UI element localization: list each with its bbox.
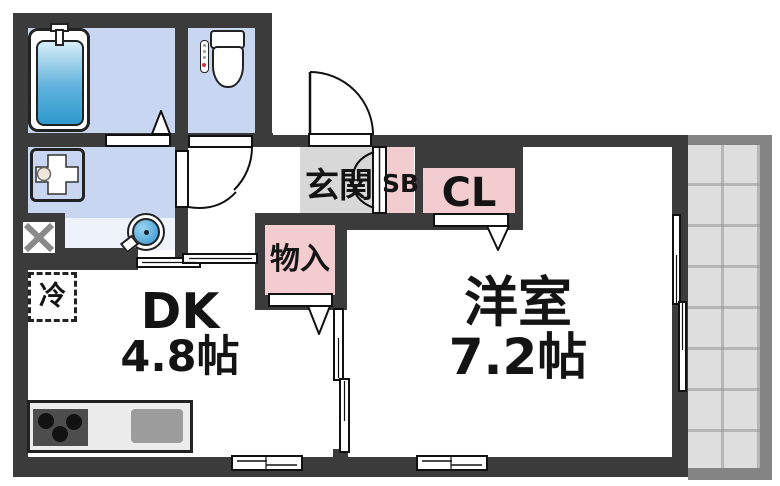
washroom-door-icon — [175, 150, 237, 209]
closet-area — [423, 168, 515, 213]
storage-label: 物入 — [270, 242, 330, 277]
wall-toilet-right — [255, 13, 272, 147]
shoebox-label: SB — [382, 169, 420, 198]
storage-door-icon — [268, 293, 333, 335]
wall-top-left — [13, 13, 272, 28]
refrigerator-label: 冷 — [39, 281, 66, 312]
dk-window-icon — [231, 455, 303, 471]
shoe-box-area — [386, 147, 414, 213]
wall-bath-toilet-divider — [175, 28, 188, 133]
toilet-bowl-icon — [212, 46, 244, 88]
yoshitsu-window-icon — [416, 455, 488, 471]
wash-dk-sliding-door-icon — [136, 253, 258, 268]
balcony-tiles — [688, 145, 760, 468]
washing-machine-center — [144, 230, 149, 235]
washbasin-icon — [30, 148, 85, 202]
yoshitsu-size-label: 7.2帖 — [448, 328, 588, 386]
room-sliding-door-icon — [333, 308, 350, 453]
toilet-door-icon — [188, 135, 254, 191]
toilet-panel-icon — [200, 40, 209, 73]
yoshitsu-label: 洋室 — [464, 271, 572, 334]
genkan-label: 玄関 — [305, 166, 373, 206]
stove-icon — [33, 409, 88, 446]
wall-bottom — [13, 457, 688, 477]
bath-faucet-stem — [55, 29, 64, 46]
washbasin-cross — [35, 154, 79, 195]
pipe-space-x — [23, 222, 55, 253]
wall-divider-stub — [333, 449, 348, 459]
entrance-door-icon — [308, 71, 374, 147]
pipe-space-icon — [23, 222, 55, 253]
closet-door-icon — [433, 213, 510, 251]
balcony-window-icon — [672, 214, 687, 392]
dk-label: DK — [140, 283, 220, 340]
refrigerator-box — [28, 272, 77, 322]
sink-icon — [131, 409, 183, 443]
shoebox-door-icon — [351, 146, 387, 214]
storage-area — [265, 225, 335, 295]
bathroom-door-icon — [105, 110, 171, 147]
closet-label: CL — [441, 170, 497, 216]
dk-size-label: 4.8帖 — [120, 332, 240, 382]
